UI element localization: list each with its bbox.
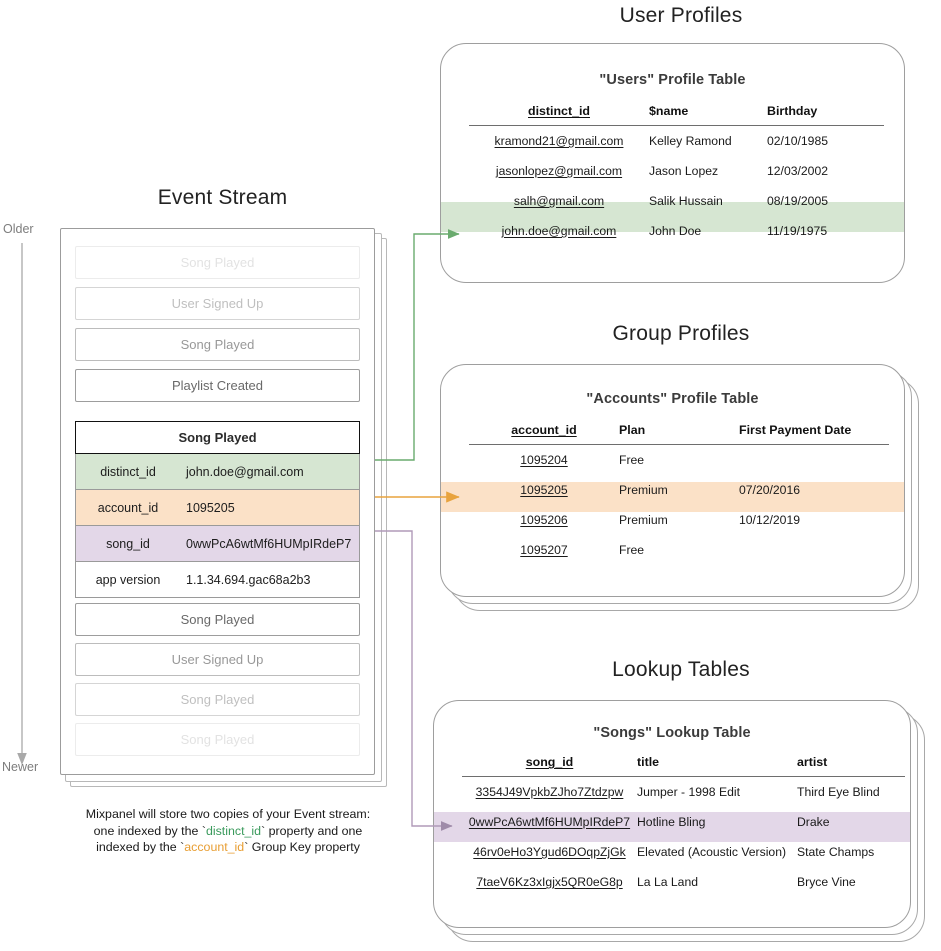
event-item[interactable]: Playlist Created <box>75 369 360 402</box>
event-property-value: john.doe@gmail.com <box>186 464 304 479</box>
table-row-highlighted[interactable]: 1095205 Premium 07/20/2016 <box>520 483 800 497</box>
event-property-key: song_id <box>106 536 150 551</box>
table-row[interactable]: kramond21@gmail.com Kelley Ramond 02/10/… <box>494 134 828 148</box>
user-profiles-title: User Profiles <box>619 4 743 27</box>
event-label: User Signed Up <box>171 652 264 667</box>
songs-col-artist: artist <box>797 755 905 777</box>
event-item[interactable]: Song Played <box>75 246 360 279</box>
table-row[interactable]: 7taeV6Kz3xIgjx5QR0eG8p La La Land Bryce … <box>476 875 856 889</box>
event-property-key: app version <box>95 572 161 587</box>
event-label: Song Played <box>180 732 255 747</box>
accounts-col-account-id: account_id <box>469 423 619 445</box>
event-stream-card: Song Played User Signed Up Song Played P… <box>60 228 375 775</box>
selected-event-card[interactable]: Song Played distinct_id john.doe@gmail.c… <box>75 421 360 598</box>
connector-distinct-id <box>375 229 460 461</box>
accounts-col-first-payment: First Payment Date <box>739 423 889 445</box>
table-row[interactable]: jasonlopez@gmail.com Jason Lopez 12/03/2… <box>495 164 828 178</box>
event-stream-panel: Song Played User Signed Up Song Played P… <box>60 228 387 787</box>
table-row[interactable]: 1095207 Free <box>520 543 645 557</box>
event-property-row: song_id 0wwPcA6wtMf6HUMpIRdeP7 <box>75 526 360 562</box>
users-col-name: $name <box>649 104 767 126</box>
caption-line-3-post: ` Group Key property <box>244 840 360 854</box>
users-col-birthday: Birthday <box>767 104 884 126</box>
songs-table: song_id title artist 3354J49VpkbZJho7Ztd… <box>462 755 905 897</box>
songs-col-title: title <box>637 755 797 777</box>
event-item[interactable]: User Signed Up <box>75 287 360 320</box>
caption-line-2-pre: one indexed by the ` <box>93 823 206 838</box>
event-item[interactable]: Song Played <box>75 328 360 361</box>
selected-event-name: Song Played <box>75 421 360 454</box>
table-row[interactable]: 1095204 Free <box>520 453 645 467</box>
user-profiles-panel: "Users" Profile Table distinct_id $name … <box>440 43 920 288</box>
timeline-newer-label: Newer <box>2 760 39 774</box>
event-property-row: distinct_id john.doe@gmail.com <box>75 454 360 490</box>
caption-distinct-id-token: distinct_id <box>205 823 262 838</box>
event-item[interactable]: User Signed Up <box>75 643 360 676</box>
table-row[interactable]: salh@gmail.com Salik Hussain 08/19/2005 <box>513 194 828 208</box>
table-row[interactable]: 46rv0eHo3Ygud6DOqpZjGk Elevated (Acousti… <box>473 845 875 859</box>
accounts-table-title: "Accounts" Profile Table <box>586 391 759 407</box>
event-item[interactable]: Song Played <box>75 683 360 716</box>
event-label: Song Played <box>180 612 255 627</box>
event-item[interactable]: Song Played <box>75 603 360 636</box>
accounts-table: account_id Plan First Payment Date 10952… <box>469 423 889 565</box>
group-profiles-panel: "Accounts" Profile Table account_id Plan… <box>440 364 930 619</box>
event-item[interactable]: Song Played <box>75 723 360 756</box>
connector-song-id <box>375 530 453 831</box>
table-row-highlighted[interactable]: 0wwPcA6wtMf6HUMpIRdeP7 Hotline Bling Dra… <box>468 815 830 829</box>
users-table-header-row: distinct_id $name Birthday <box>469 104 884 126</box>
table-row[interactable]: 3354J49VpkbZJho7Ztdzpw Jumper - 1998 Edi… <box>475 785 880 799</box>
caption-line-3-pre: indexed by the ` <box>96 840 185 854</box>
accounts-col-plan: Plan <box>619 423 739 445</box>
songs-table-title: "Songs" Lookup Table <box>593 725 751 741</box>
event-property-value: 0wwPcA6wtMf6HUMpIRdeP7 <box>186 536 352 551</box>
users-table-title: "Users" Profile Table <box>599 72 746 88</box>
table-row[interactable]: 1095206 Premium 10/12/2019 <box>520 513 800 527</box>
event-property-row: account_id 1095205 <box>75 490 360 526</box>
table-row-highlighted[interactable]: john.doe@gmail.com John Doe 11/19/1975 <box>501 224 828 238</box>
timeline-arrow <box>17 243 27 765</box>
songs-table-header-row: song_id title artist <box>462 755 905 777</box>
caption-line-1: Mixpanel will store two copies of your E… <box>85 807 371 821</box>
event-property-value: 1095205 <box>186 500 235 515</box>
event-label: Playlist Created <box>171 378 264 393</box>
event-label: Song Played <box>180 255 255 270</box>
group-profiles-title: Group Profiles <box>612 322 750 345</box>
event-property-key: account_id <box>97 500 159 515</box>
users-col-distinct-id: distinct_id <box>469 104 649 126</box>
event-label: Song Played <box>180 337 255 352</box>
accounts-table-header-row: account_id Plan First Payment Date <box>469 423 889 445</box>
event-property-row: app version 1.1.34.694.gac68a2b3 <box>75 562 360 598</box>
users-table-card: "Users" Profile Table distinct_id $name … <box>440 43 905 283</box>
event-property-value: 1.1.34.694.gac68a2b3 <box>186 572 311 587</box>
event-label: User Signed Up <box>171 296 264 311</box>
caption-line-2-post: ` property and one <box>261 823 363 838</box>
stream-caption: Mixpanel will store two copies of your E… <box>28 806 428 856</box>
users-table: distinct_id $name Birthday kramond21@gma… <box>469 104 884 246</box>
lookup-tables-title: Lookup Tables <box>612 658 750 681</box>
songs-col-song-id: song_id <box>462 755 637 777</box>
event-property-key: distinct_id <box>100 464 156 479</box>
event-stream-title: Event Stream <box>157 186 288 209</box>
timeline-older-label: Older <box>3 222 34 236</box>
caption-account-id-token: account_id <box>184 840 245 854</box>
event-label: Song Played <box>180 692 255 707</box>
